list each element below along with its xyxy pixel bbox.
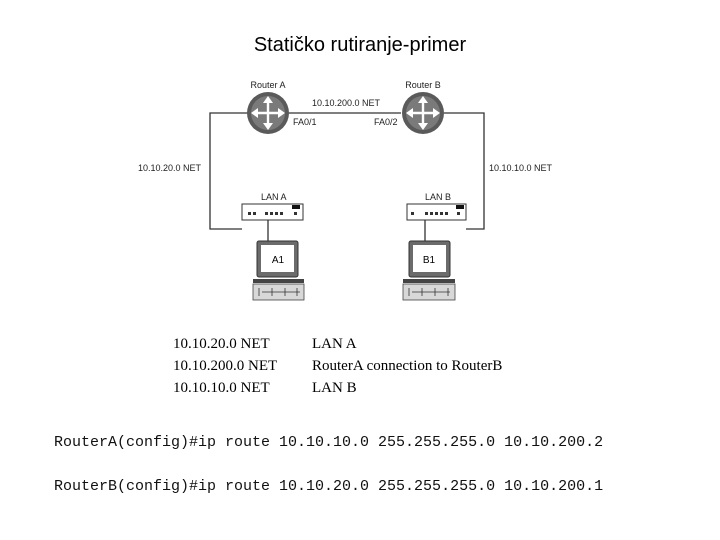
router-a-label: Router A — [250, 80, 285, 90]
lan-b-label: LAN B — [425, 192, 451, 202]
router-a-command: RouterA(config)#ip route 10.10.10.0 255.… — [54, 434, 604, 451]
computer-b1-icon — [402, 240, 456, 301]
network-row: 10.10.200.0 NET RouterA connection to Ro… — [173, 355, 502, 377]
left-net-label: 10.10.20.0 NET — [138, 163, 202, 173]
network-address: 10.10.200.0 NET — [173, 358, 278, 374]
network-links — [209, 112, 485, 242]
network-table: 10.10.20.0 NET LAN A 10.10.200.0 NET Rou… — [173, 333, 502, 399]
right-net-link — [444, 112, 485, 230]
router-b-label: Router B — [405, 80, 441, 90]
network-address: 10.10.10.0 NET — [173, 380, 270, 396]
network-row: 10.10.20.0 NET LAN A — [173, 333, 502, 355]
router-a-icon — [247, 92, 289, 134]
left-net-link — [209, 112, 250, 230]
router-b-port-label: FA0/2 — [374, 117, 398, 127]
computer-a1-icon — [252, 240, 305, 301]
switch-lan-b-icon — [406, 203, 467, 221]
host-b1-label: B1 — [423, 255, 436, 266]
network-row: 10.10.10.0 NET LAN B — [173, 377, 502, 399]
network-address: 10.10.20.0 NET — [173, 336, 270, 352]
router-a-port-label: FA0/1 — [293, 117, 317, 127]
network-description: LAN A — [312, 336, 357, 352]
lan-a-label: LAN A — [261, 192, 287, 202]
switch-lan-a-icon — [241, 203, 304, 221]
network-description: LAN B — [312, 380, 357, 396]
host-a1-label: A1 — [272, 255, 285, 266]
network-description: RouterA connection to RouterB — [312, 358, 503, 374]
slide-title: Statičko rutiranje-primer — [253, 34, 467, 56]
right-net-label: 10.10.10.0 NET — [489, 163, 553, 173]
router-b-command: RouterB(config)#ip route 10.10.20.0 255.… — [54, 478, 604, 495]
link-net-label: 10.10.200.0 NET — [312, 98, 381, 108]
router-b-icon — [402, 92, 444, 134]
